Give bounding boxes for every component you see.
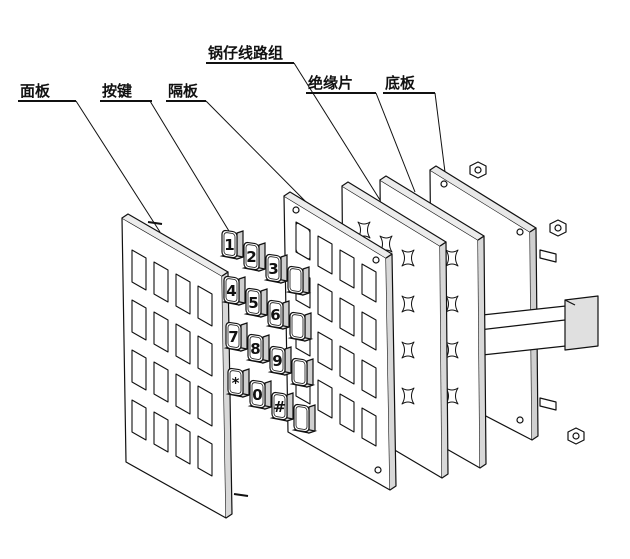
- label-spacer: 隔板: [168, 82, 199, 100]
- keycaps-group: 123 456 789 * 0 #: [219, 229, 318, 434]
- keycap-face: [223, 275, 240, 305]
- hardware-nuts: [469, 161, 585, 445]
- keycap-face: [269, 345, 286, 375]
- keycap: 0: [247, 379, 274, 410]
- keycap-side: [238, 276, 246, 306]
- keycap-label: 5: [248, 294, 258, 312]
- keycap: 8: [245, 333, 272, 364]
- keycap-label: 4: [226, 282, 236, 300]
- keycap-face: [243, 241, 260, 271]
- label-pcb-underline: [206, 62, 294, 64]
- keycap: 2: [241, 241, 268, 272]
- keycap: 5: [243, 287, 270, 318]
- keycap-label: 1: [224, 236, 234, 254]
- keycap-side: [284, 346, 292, 376]
- keycap-bevel: [249, 336, 262, 360]
- keycap-side: [306, 358, 314, 388]
- keycap-face: [245, 287, 262, 317]
- keycap-bevel: [267, 256, 280, 280]
- keycap-label: 8: [250, 340, 260, 358]
- keycap-face: [271, 391, 288, 421]
- keycap: #: [269, 391, 296, 422]
- keycap-bevel: [223, 232, 236, 256]
- keycap-side: [240, 322, 248, 352]
- keycap-face: [225, 321, 242, 351]
- front-panel: [121, 213, 249, 519]
- keycap-face: [247, 333, 264, 363]
- keycap-bevel: [291, 314, 304, 338]
- keycap: [289, 357, 316, 388]
- label-panel-underline: [18, 100, 76, 102]
- keycap: [291, 403, 318, 434]
- keycap-label: 2: [246, 248, 256, 266]
- label-insulator-underline: [306, 92, 376, 94]
- keycap-bevel: [269, 302, 282, 326]
- keycap-face: [293, 403, 310, 433]
- label-base-underline: [383, 92, 435, 94]
- label-base: 底板: [385, 74, 416, 92]
- keycap-face: [291, 357, 308, 387]
- label-pcb: 锅仔线路组: [208, 44, 284, 62]
- keycap: 4: [221, 275, 248, 306]
- keycap-label: 6: [270, 306, 280, 324]
- keycap-side: [302, 266, 310, 296]
- keycap-face: [289, 311, 306, 341]
- keycap-face: [221, 229, 238, 259]
- keycap-bevel: [225, 278, 238, 302]
- keycap-face: [249, 379, 266, 409]
- keycap-label: 7: [228, 328, 238, 346]
- keycap: *: [225, 367, 252, 398]
- keycap: [287, 311, 314, 342]
- keycap-side: [242, 368, 250, 398]
- keycap-face: [265, 253, 282, 283]
- keycap-face: [267, 299, 284, 329]
- keycap-label: 0: [252, 386, 262, 404]
- keycap-bevel: [229, 370, 242, 394]
- keycap-bevel: [289, 268, 302, 292]
- keycap-face: [287, 265, 304, 295]
- keycap-side: [236, 230, 244, 260]
- keycap-side: [286, 392, 294, 422]
- keycap-bevel: [271, 348, 284, 372]
- keycap: 3: [263, 253, 290, 284]
- keycap: [285, 265, 312, 296]
- keycap: 1: [219, 229, 246, 260]
- keycap-bevel: [251, 382, 264, 406]
- keycap-side: [258, 242, 266, 272]
- label-insulator: 绝缘片: [308, 74, 354, 92]
- keycap-bevel: [245, 244, 258, 268]
- leader-lines: [75, 62, 447, 237]
- keycap-side: [282, 300, 290, 330]
- keycap-label: 3: [268, 260, 278, 278]
- keycap-side: [262, 334, 270, 364]
- keycap: 7: [223, 321, 250, 352]
- keycap-bevel: [273, 394, 286, 418]
- keycap-side: [304, 312, 312, 342]
- keycap-bevel: [293, 360, 306, 384]
- keycap-bevel: [295, 406, 308, 430]
- keycap-label: *: [232, 374, 240, 392]
- keycap-side: [264, 380, 272, 410]
- keycap-label: #: [273, 398, 286, 416]
- label-spacer-underline: [166, 100, 206, 102]
- label-panel: 面板: [20, 82, 51, 100]
- keycap-side: [280, 254, 288, 284]
- label-keys: 按键: [102, 82, 133, 100]
- keycap: 9: [267, 345, 294, 376]
- keycap-bevel: [227, 324, 240, 348]
- keycap: 6: [265, 299, 292, 330]
- keycap-bevel: [247, 290, 260, 314]
- keycap-side: [308, 404, 316, 434]
- keycap-label: 9: [272, 352, 282, 370]
- keycap-face: [227, 367, 244, 397]
- keycap-side: [260, 288, 268, 318]
- label-keys-underline: [100, 100, 152, 102]
